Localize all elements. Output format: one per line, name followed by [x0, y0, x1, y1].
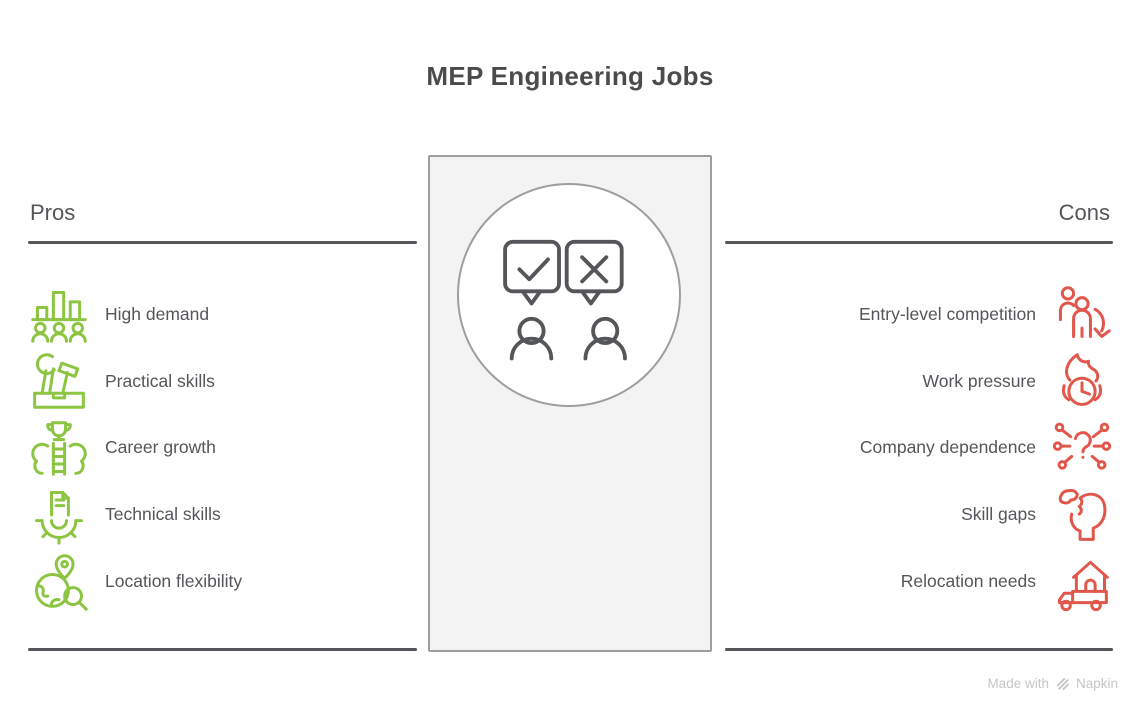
relocation-needs-icon [1051, 551, 1113, 613]
center-circle [457, 183, 681, 407]
pros-header-rule [28, 241, 417, 244]
made-with-napkin-credit: Made with Napkin [987, 676, 1118, 691]
list-item: Entry-level competition [723, 281, 1113, 348]
approve-reject-discussion-icon [503, 239, 627, 361]
page-title: MEP Engineering Jobs [426, 61, 714, 91]
skill-gaps-icon [1051, 484, 1113, 546]
list-item: Relocation needs [723, 548, 1113, 615]
list-item: Skill gaps [723, 481, 1113, 548]
list-item: Technical skills [28, 481, 417, 548]
career-growth-icon [28, 417, 90, 479]
list-item: High demand [28, 281, 417, 348]
pros-heading: Pros [30, 200, 76, 225]
napkin-logo-icon [1055, 676, 1070, 691]
list-item-label: Technical skills [105, 504, 221, 525]
list-item: Location flexibility [28, 548, 417, 615]
high-demand-icon [28, 283, 90, 345]
credit-prefix: Made with [987, 676, 1049, 691]
cons-list: Entry-level competition Work pressure [723, 281, 1113, 615]
cons-heading: Cons [1058, 200, 1110, 225]
list-item: Career growth [28, 415, 417, 482]
list-item-label: Location flexibility [105, 571, 243, 592]
list-item-label: High demand [105, 303, 210, 324]
list-item: Practical skills [28, 348, 417, 415]
list-item: Company dependence [723, 415, 1113, 482]
list-item-label: Company dependence [859, 437, 1036, 458]
entry-level-competition-icon [1051, 283, 1113, 345]
cons-header-rule [725, 241, 1113, 244]
list-item-label: Entry-level competition [858, 303, 1036, 324]
list-item-label: Relocation needs [900, 571, 1036, 592]
practical-skills-icon [28, 350, 90, 412]
list-item-label: Work pressure [922, 370, 1036, 391]
list-item: Work pressure [723, 348, 1113, 415]
pros-list: High demand Practical skills [28, 281, 417, 615]
list-item-label: Skill gaps [961, 504, 1036, 525]
credit-brand: Napkin [1075, 676, 1118, 691]
list-item-label: Career growth [105, 437, 216, 458]
work-pressure-icon [1051, 350, 1113, 412]
technical-skills-icon [28, 484, 90, 546]
company-dependence-icon [1051, 417, 1113, 479]
location-flexibility-icon [28, 551, 90, 613]
pros-footer-rule [28, 648, 417, 651]
cons-footer-rule [725, 648, 1113, 651]
list-item-label: Practical skills [105, 370, 215, 391]
center-panel [428, 155, 712, 652]
